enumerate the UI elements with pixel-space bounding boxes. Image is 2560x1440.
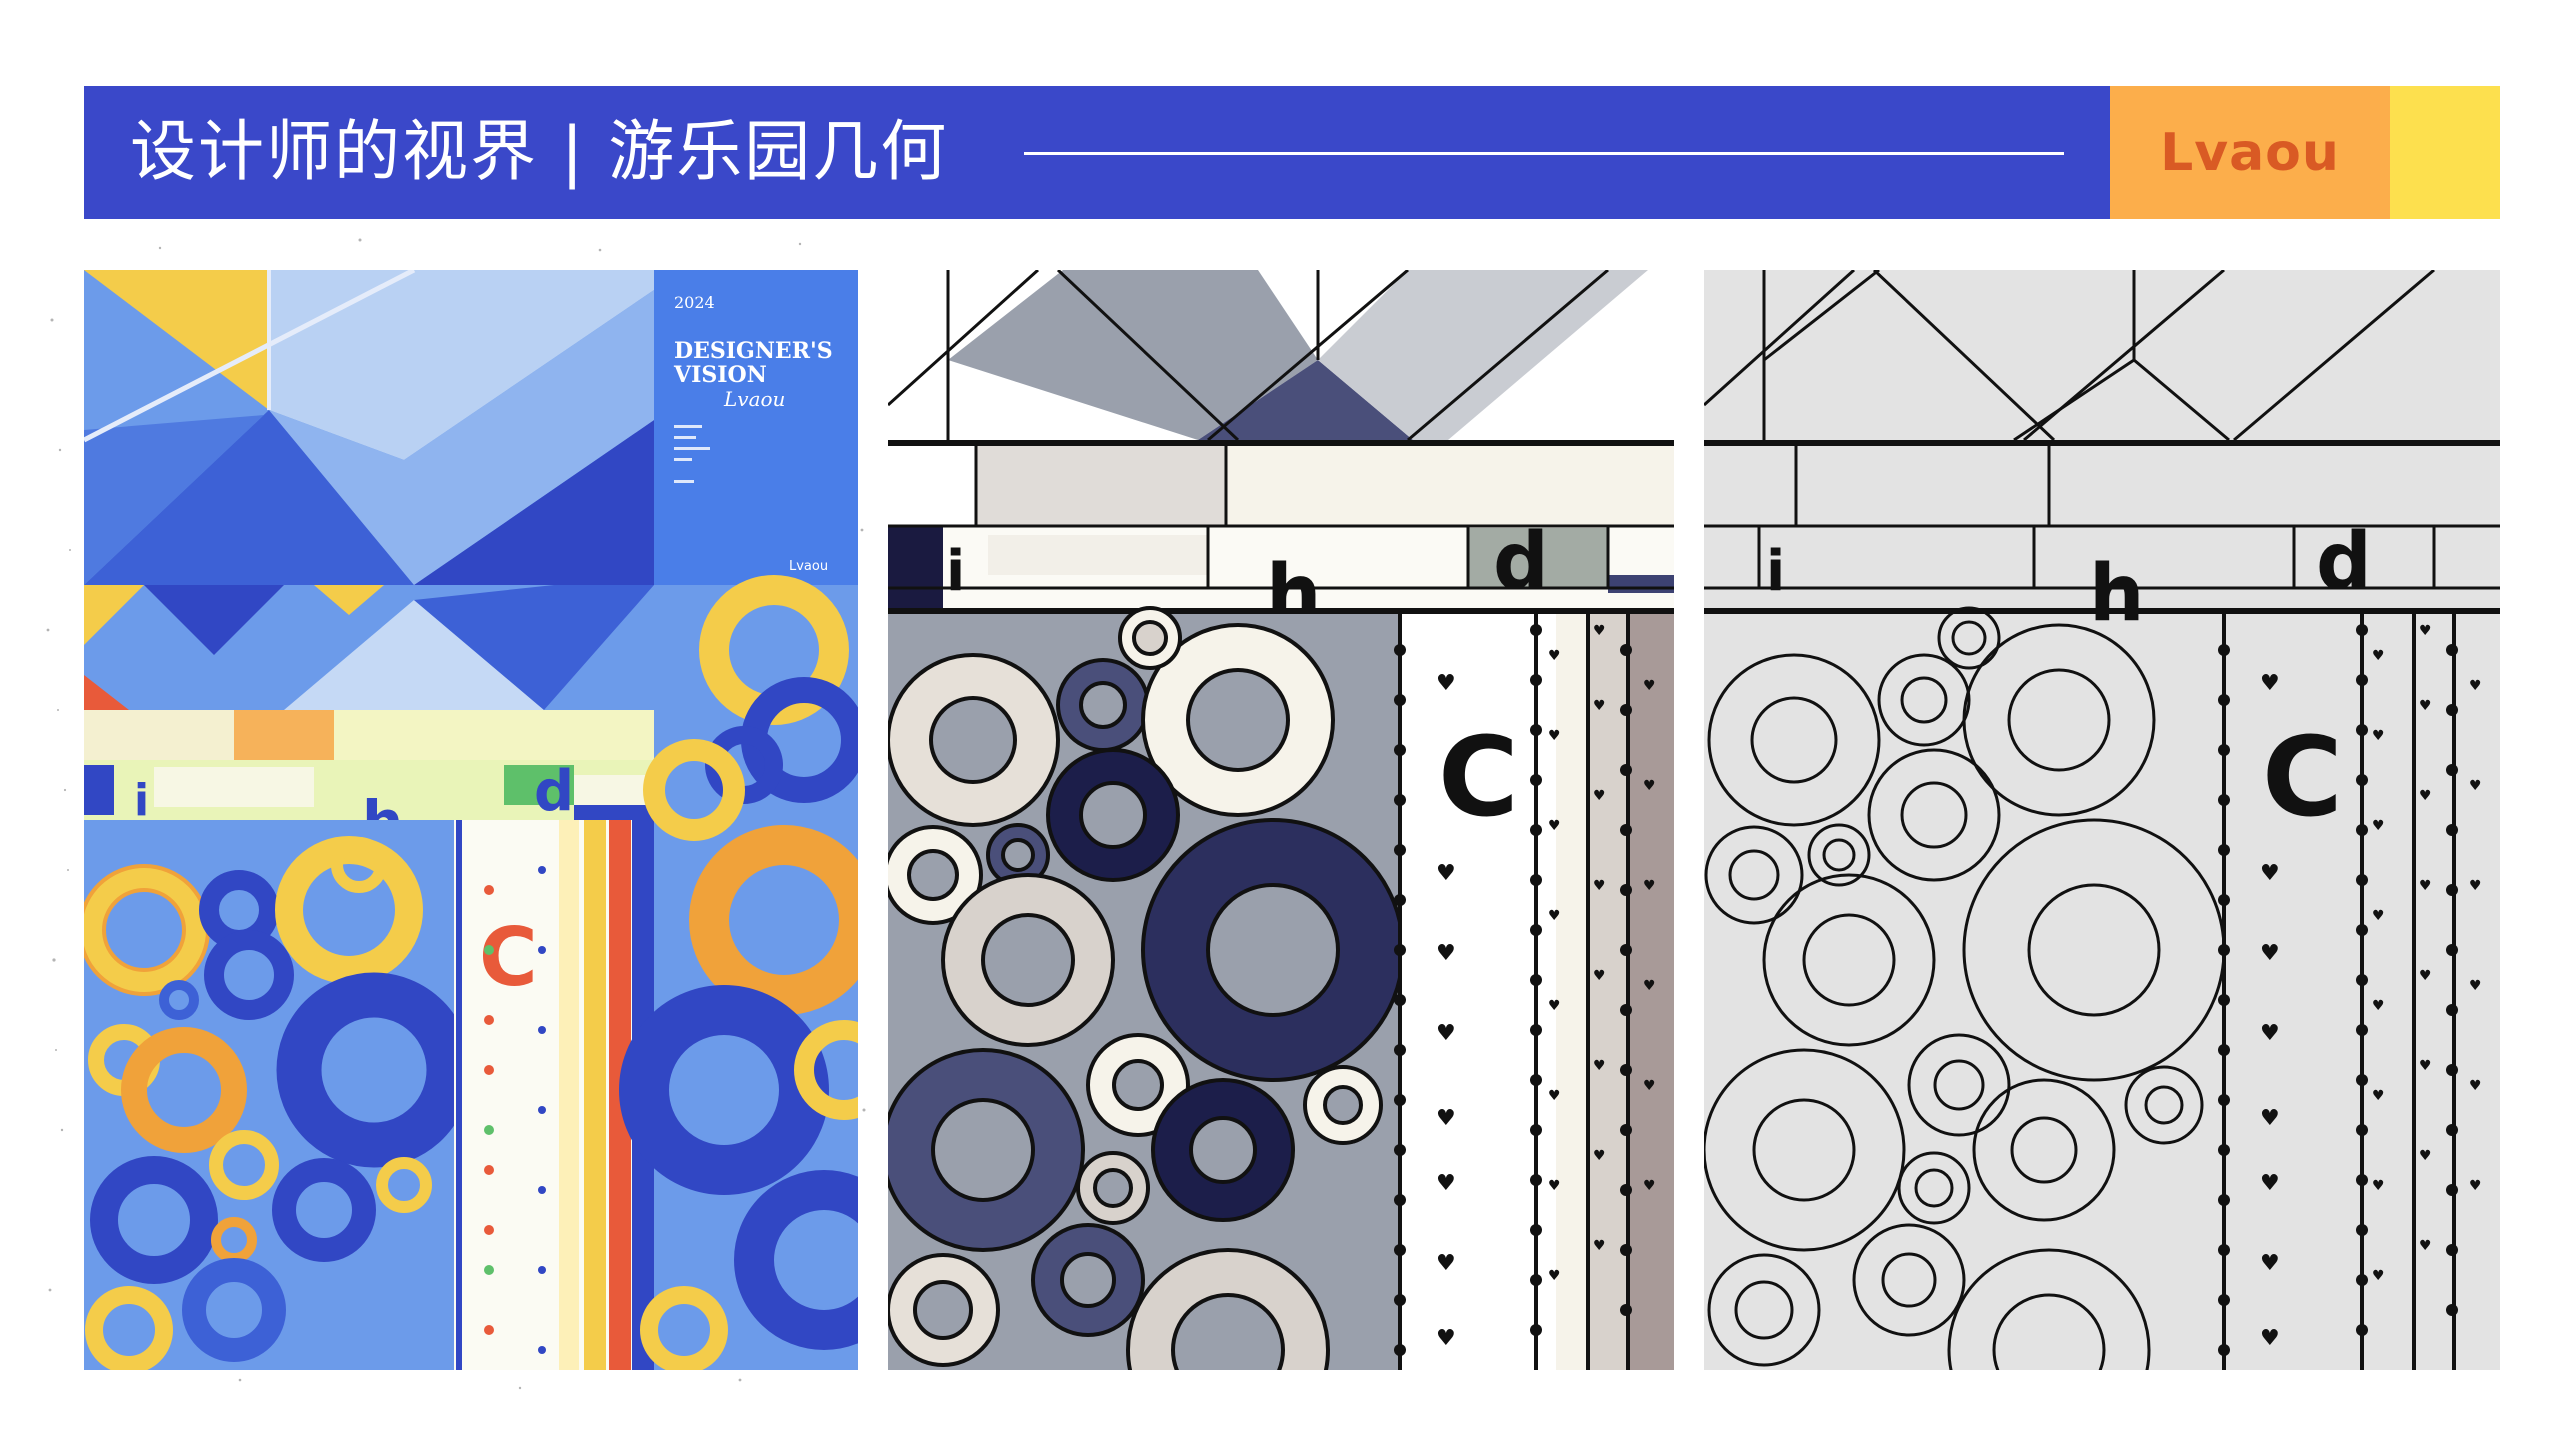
gray-letter-c: C <box>1438 713 1519 841</box>
poster-year: 2024 <box>674 293 715 312</box>
poster-title-1: DESIGNER'S <box>674 338 833 364</box>
accent-block <box>2390 86 2500 219</box>
svg-text:♥: ♥ <box>2372 728 2385 744</box>
svg-text:♥: ♥ <box>1436 1106 1456 1131</box>
svg-text:♥: ♥ <box>2419 623 2432 639</box>
letter-i: i <box>134 775 149 826</box>
svg-text:♥: ♥ <box>2469 1078 2482 1094</box>
color-poster-art: 2024 DESIGNER'S VISION Lvaou Lvaou <box>84 270 858 1370</box>
svg-text:♥: ♥ <box>1593 788 1606 804</box>
svg-text:♥: ♥ <box>1548 728 1561 744</box>
svg-text:♥: ♥ <box>2419 1148 2432 1164</box>
svg-text:♥: ♥ <box>1593 878 1606 894</box>
svg-text:♥: ♥ <box>1548 1088 1561 1104</box>
title-banner: 设计师的视界 | 游乐园几何 <box>84 86 2110 219</box>
svg-text:♥: ♥ <box>1593 1058 1606 1074</box>
svg-text:♥: ♥ <box>2372 908 2385 924</box>
svg-text:♥: ♥ <box>2260 671 2280 696</box>
svg-text:♥: ♥ <box>1548 908 1561 924</box>
poster-title-2: VISION <box>673 362 767 388</box>
svg-text:♥: ♥ <box>2469 778 2482 794</box>
svg-text:♥: ♥ <box>1548 818 1561 834</box>
banner-title: 设计师的视界 | 游乐园几何 <box>130 113 949 190</box>
color-poster-panel: 2024 DESIGNER'S VISION Lvaou Lvaou <box>84 270 858 1370</box>
svg-text:♥: ♥ <box>1643 878 1656 894</box>
line-art-panel: i h d C <box>1704 270 2500 1370</box>
brand-logo: Lvaou <box>2110 86 2390 219</box>
svg-text:♥: ♥ <box>1436 941 1456 966</box>
svg-text:♥: ♥ <box>2419 698 2432 714</box>
svg-text:♥: ♥ <box>2372 998 2385 1014</box>
svg-text:♥: ♥ <box>1643 1178 1656 1194</box>
svg-text:♥: ♥ <box>2260 941 2280 966</box>
svg-text:♥: ♥ <box>1436 861 1456 886</box>
svg-text:♥: ♥ <box>2419 968 2432 984</box>
svg-text:♥: ♥ <box>1593 1238 1606 1254</box>
line-letter-h: h <box>2089 549 2145 639</box>
svg-text:♥: ♥ <box>2469 1178 2482 1194</box>
svg-text:♥: ♥ <box>1643 778 1656 794</box>
svg-text:♥: ♥ <box>2469 978 2482 994</box>
svg-text:♥: ♥ <box>1643 678 1656 694</box>
svg-text:♥: ♥ <box>1436 1326 1456 1351</box>
poster-brand: Lvaou <box>789 559 828 574</box>
gray-palette-panel: i h d <box>888 270 1674 1370</box>
svg-text:♥: ♥ <box>1643 1078 1656 1094</box>
svg-text:♥: ♥ <box>1643 978 1656 994</box>
letter-c: C <box>479 911 538 1004</box>
svg-text:♥: ♥ <box>2260 861 2280 886</box>
svg-text:♥: ♥ <box>2372 648 2385 664</box>
svg-text:♥: ♥ <box>1548 1268 1561 1284</box>
line-letter-c: C <box>2262 713 2343 841</box>
letter-d: d <box>534 759 574 824</box>
svg-text:♥: ♥ <box>2419 878 2432 894</box>
brand-logo-text: Lvaou <box>2160 122 2340 183</box>
svg-text:♥: ♥ <box>2419 788 2432 804</box>
svg-text:♥: ♥ <box>2372 1088 2385 1104</box>
svg-text:♥: ♥ <box>2372 818 2385 834</box>
svg-text:♥: ♥ <box>2260 1106 2280 1131</box>
svg-text:♥: ♥ <box>2260 1326 2280 1351</box>
line-letter-i: i <box>1766 539 1785 604</box>
svg-text:♥: ♥ <box>2469 878 2482 894</box>
svg-text:♥: ♥ <box>1593 1148 1606 1164</box>
svg-text:♥: ♥ <box>1593 698 1606 714</box>
gray-palette-art: i h d <box>888 270 1674 1370</box>
svg-text:♥: ♥ <box>1548 648 1561 664</box>
gray-letter-d: d <box>1493 517 1549 607</box>
svg-text:♥: ♥ <box>1436 1251 1456 1276</box>
svg-text:♥: ♥ <box>2260 1021 2280 1046</box>
svg-text:♥: ♥ <box>2260 1251 2280 1276</box>
svg-text:♥: ♥ <box>2469 678 2482 694</box>
svg-text:♥: ♥ <box>1436 1021 1456 1046</box>
svg-text:♥: ♥ <box>2372 1178 2385 1194</box>
poster-script: Lvaou <box>723 387 785 411</box>
svg-text:♥: ♥ <box>1436 1171 1456 1196</box>
svg-text:♥: ♥ <box>1548 1178 1561 1194</box>
svg-text:♥: ♥ <box>1548 998 1561 1014</box>
svg-text:♥: ♥ <box>2260 1171 2280 1196</box>
line-art: i h d C <box>1704 270 2500 1370</box>
svg-text:♥: ♥ <box>1593 968 1606 984</box>
svg-text:♥: ♥ <box>2372 1268 2385 1284</box>
svg-text:♥: ♥ <box>2419 1058 2432 1074</box>
svg-text:♥: ♥ <box>1436 671 1456 696</box>
line-letter-d: d <box>2316 517 2372 607</box>
svg-text:♥: ♥ <box>2419 1238 2432 1254</box>
gray-letter-i: i <box>946 539 965 604</box>
banner-divider-line <box>1024 152 2064 155</box>
svg-text:♥: ♥ <box>1593 623 1606 639</box>
